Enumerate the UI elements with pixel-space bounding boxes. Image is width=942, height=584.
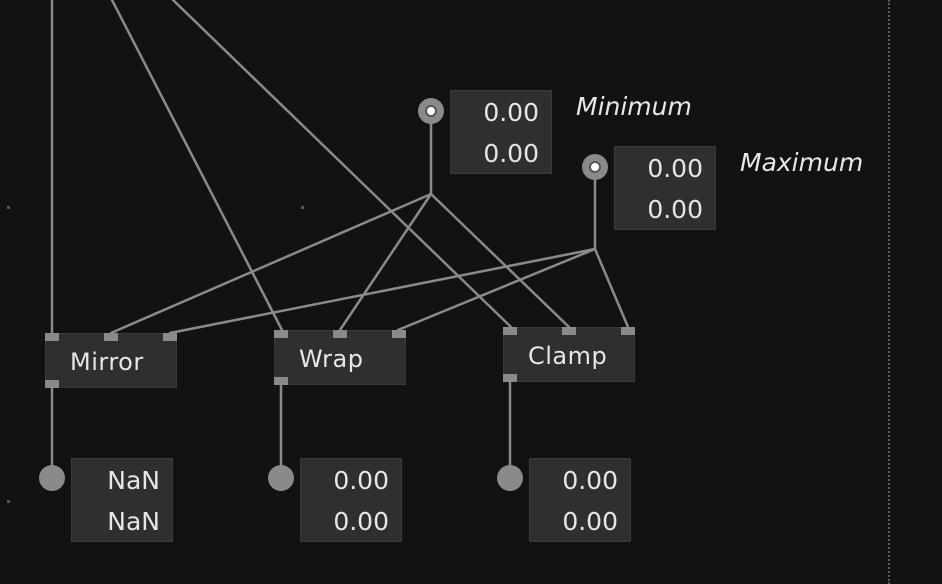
minimum-output-port[interactable]	[418, 98, 444, 124]
mirror-result-box: NaN NaN	[71, 458, 173, 542]
maximum-output-port[interactable]	[582, 154, 608, 180]
minimum-label: Minimum	[576, 92, 692, 121]
maximum-value-y: 0.00	[647, 195, 703, 224]
clamp-result-y: 0.00	[562, 507, 618, 536]
mirror-input-pin-value[interactable]	[45, 333, 59, 341]
mirror-input-pin-min[interactable]	[104, 333, 118, 341]
mirror-input-pin-max[interactable]	[163, 333, 177, 341]
clamp-result-box: 0.00 0.00	[529, 458, 631, 542]
clamp-node[interactable]: Clamp	[503, 327, 635, 382]
mirror-result-y: NaN	[107, 507, 160, 536]
maximum-value-box[interactable]: 0.00 0.00	[614, 146, 716, 230]
wrap-output-pin[interactable]	[274, 377, 288, 385]
grid-speck	[7, 500, 10, 503]
clamp-node-title: Clamp	[528, 341, 608, 370]
wrap-input-pin-min[interactable]	[333, 330, 347, 338]
wrap-result-x: 0.00	[333, 466, 389, 495]
wrap-input-pin-value[interactable]	[274, 330, 288, 338]
wrap-input-pin-max[interactable]	[392, 330, 406, 338]
wrap-result-y: 0.00	[333, 507, 389, 536]
wire-minimum-mirror	[109, 192, 433, 335]
wire-minimum-clamp	[429, 192, 571, 329]
clamp-input-pin-value[interactable]	[503, 327, 517, 335]
clamp-input-pin-min[interactable]	[562, 327, 576, 335]
mirror-result-port[interactable]	[39, 465, 65, 491]
clamp-result-x: 0.00	[562, 466, 618, 495]
mirror-output-pin[interactable]	[45, 380, 59, 388]
panel-divider	[888, 0, 890, 584]
mirror-node-title: Mirror	[70, 347, 144, 376]
maximum-value-x: 0.00	[647, 154, 703, 183]
clamp-output-pin[interactable]	[503, 374, 517, 382]
wrap-result-box: 0.00 0.00	[300, 458, 402, 542]
wire-maximum-clamp	[593, 247, 630, 329]
wire-upstream-wrap	[110, 0, 284, 332]
wrap-node[interactable]: Wrap	[274, 330, 406, 385]
wire-maximum-wrap	[396, 247, 597, 332]
wire-upstream-clamp	[171, 0, 513, 329]
wire-maximum-mirror	[168, 247, 597, 335]
mirror-result-x: NaN	[107, 466, 160, 495]
wire-minimum-wrap	[338, 192, 433, 332]
clamp-input-pin-max[interactable]	[621, 327, 635, 335]
grid-speck	[7, 206, 10, 209]
mirror-node[interactable]: Mirror	[45, 333, 177, 388]
clamp-result-port[interactable]	[497, 465, 523, 491]
minimum-value-box[interactable]: 0.00 0.00	[450, 90, 552, 174]
minimum-value-x: 0.00	[483, 98, 539, 127]
grid-speck	[301, 206, 304, 209]
maximum-label: Maximum	[740, 148, 864, 177]
minimum-value-y: 0.00	[483, 139, 539, 168]
wrap-result-port[interactable]	[268, 465, 294, 491]
wrap-node-title: Wrap	[299, 344, 364, 373]
